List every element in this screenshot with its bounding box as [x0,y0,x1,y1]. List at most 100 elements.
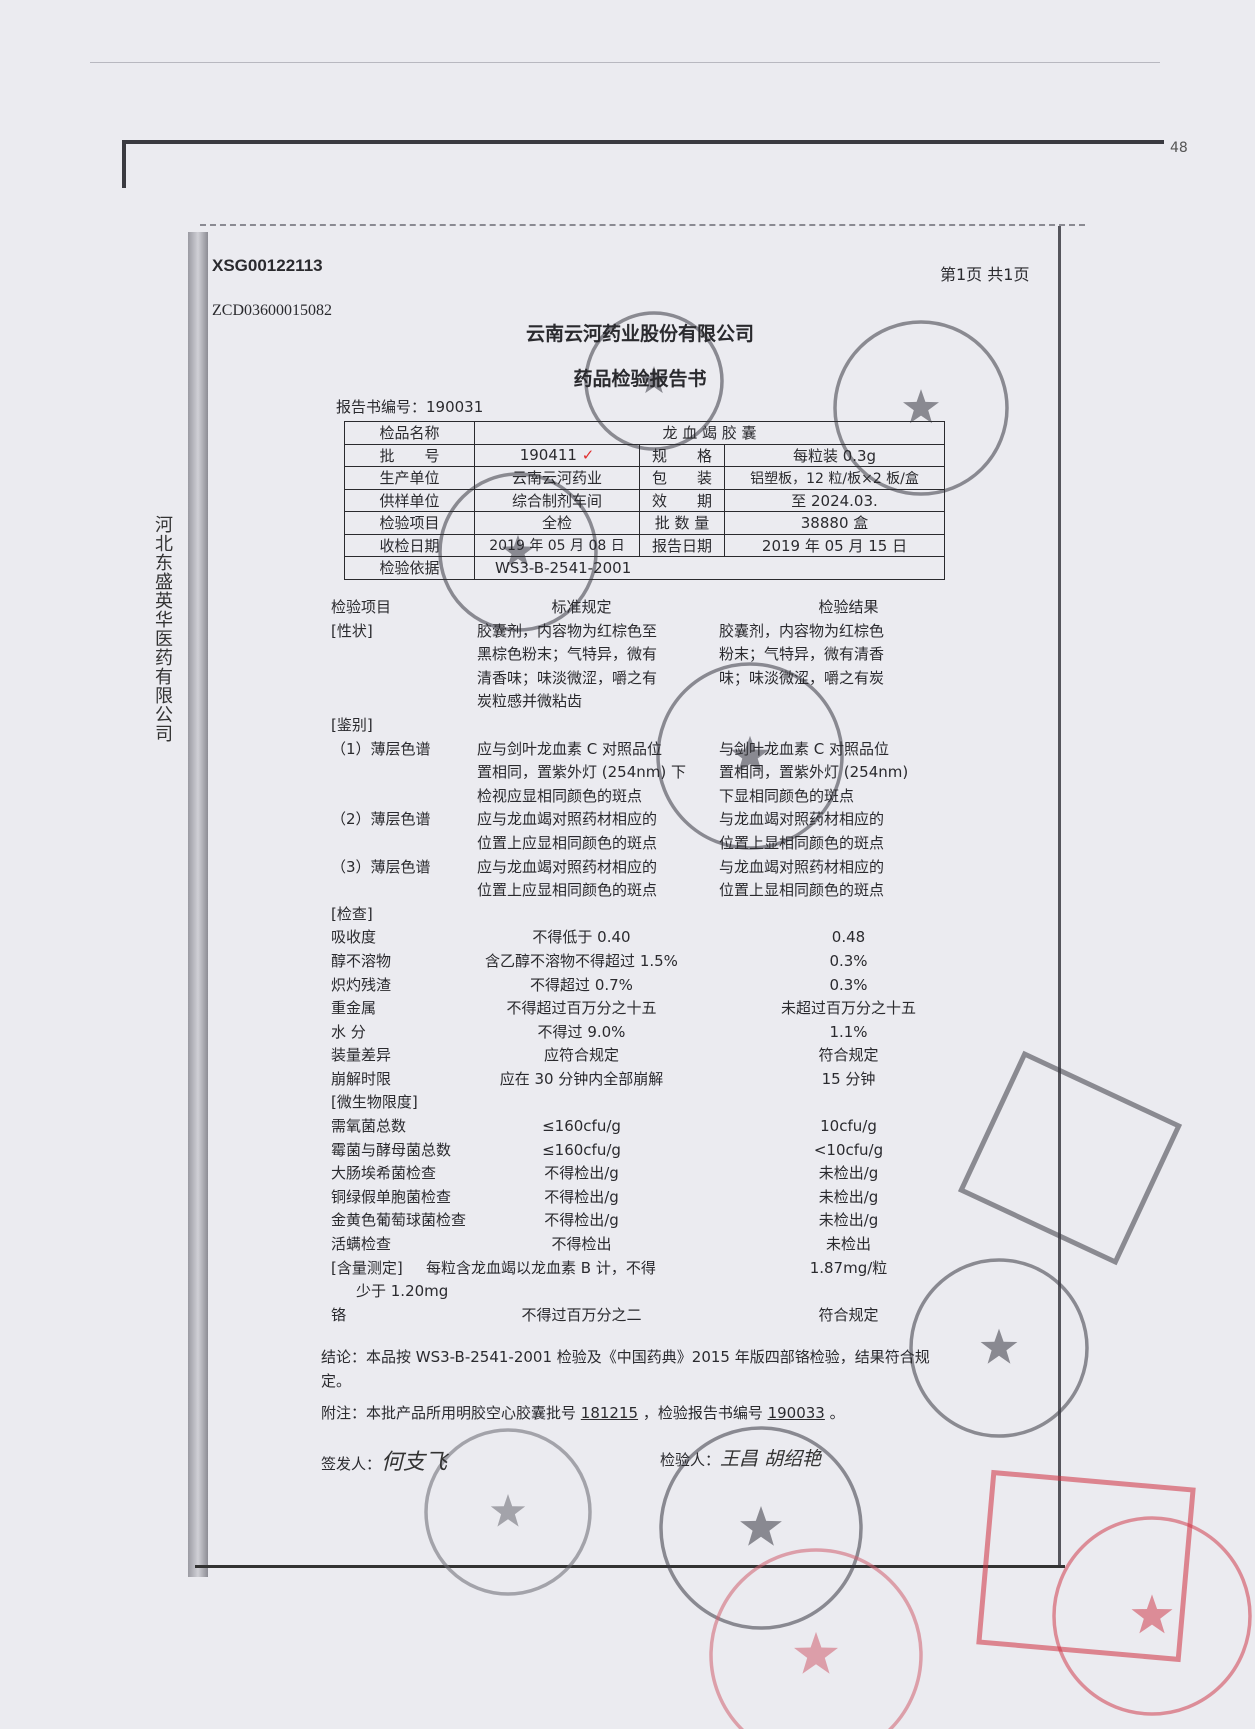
test-result: 味；味淡微涩，嚼之有炭 [719,668,885,687]
test-result: 位置上显相同颜色的斑点 [719,833,885,852]
col-standard-header: 标准规定 [551,598,612,616]
test-standard: 应与剑叶龙血素 C 对照品位 [477,739,663,758]
test-row: （2）薄层色谱应与龙血竭对照药材相应的与龙血竭对照药材相应的 [331,808,951,832]
supplier: 综合制剂车间 [474,488,640,512]
star-icon [740,1506,782,1546]
test-item: 吸收度 [331,928,377,947]
cell-label: 批 号 [344,443,475,467]
test-standard: 不得过百万分之二 [521,1305,642,1324]
test-standard: 黑棕色粉末；气特异，微有 [477,645,658,664]
check-mark-icon: ✓ [581,446,595,465]
test-result: 15 分钟 [821,1069,876,1088]
test-item: 霉菌与酵母菌总数 [331,1140,452,1159]
test-row: 铬不得过百万分之二符合规定 [331,1304,951,1328]
test-result: 0.3% [829,975,868,994]
side-company-text: 河北东盛英华医药有限公司 [152,515,173,743]
test-item: 活螨检查 [331,1235,392,1254]
test-standard: 不得低于 0.40 [532,928,631,947]
test-item: [性状] [331,621,373,640]
test-row: [鉴别] [331,714,951,738]
table-row: 生产单位云南云河药业包 装铝塑板，12 粒/板×2 板/盒 [344,466,946,490]
issuer-label: 签发人： [321,1455,382,1473]
test-standard: 不得超过百万分之十五 [506,999,657,1018]
capsule-batch: 181215 [580,1404,639,1422]
star-icon [1131,1594,1173,1634]
test-standard: 胶囊剂，内容物为红棕色至 [477,621,658,640]
cell-label: 规 格 [639,443,725,467]
test-item: 炽灼残渣 [331,975,392,994]
test-standard: 清香味；味淡微涩，嚼之有 [477,668,658,687]
page-bottom-edge [195,1565,1065,1568]
test-row: [检查] [331,903,951,927]
cell-label: 报告日期 [639,533,725,557]
test-standard: 每粒含龙血竭以龙血素 B 计，不得 [426,1258,656,1277]
test-item: 崩解时限 [331,1069,392,1088]
issuer: 签发人：何支飞 [321,1444,447,1476]
test-result: 1.87mg/粒 [809,1258,888,1277]
test-row: 装量差异应符合规定符合规定 [331,1044,951,1068]
test-row: 清香味；味淡微涩，嚼之有 味；味淡微涩，嚼之有炭 [331,667,951,691]
test-row: [性状] 胶囊剂，内容物为红棕色至 胶囊剂，内容物为红棕色 [331,620,951,644]
test-result: 与龙血竭对照药材相应的 [719,810,885,829]
col-item-header: 检验项目 [331,598,392,616]
test-standard: 少于 1.20mg [356,1282,449,1301]
inspection-basis: WS3-B-2541-2001 [473,556,946,580]
page-top-edge [200,224,1085,246]
cell-label: 效 期 [639,488,725,512]
test-result: 0.3% [829,951,868,970]
cell-label: 检品名称 [344,421,475,445]
test-standard: 炭粒感并微粘齿 [477,692,583,711]
test-standard: ≤160cfu/g [542,1117,621,1136]
test-standard: 应在 30 分钟内全部崩解 [499,1069,664,1088]
test-standard: 位置上应显相同颜色的斑点 [477,833,658,852]
company-title: 云南云河药业股份有限公司 [525,323,754,345]
test-result: 下显相同颜色的斑点 [719,786,855,805]
test-row: 炽灼残渣不得超过 0.7%0.3% [331,974,951,998]
page-right-edge [1058,226,1061,1566]
test-standard: 应符合规定 [543,1046,619,1065]
test-item: [鉴别] [331,715,373,734]
col-result-header: 检验结果 [818,598,879,616]
page-left-edge [188,232,208,1577]
producer: 云南云河药业 [474,466,640,490]
test-row: 重金属不得超过百万分之十五未超过百万分之十五 [331,997,951,1021]
test-standard: 不得检出/g [544,1187,619,1206]
test-result: 胶囊剂，内容物为红棕色 [719,621,885,640]
test-result: 与剑叶龙血素 C 对照品位 [719,739,890,758]
test-result: 粉末；气特异，微有清香 [719,645,885,664]
test-result: 位置上显相同颜色的斑点 [719,881,885,900]
test-row: 活螨检查不得检出未检出 [331,1233,951,1257]
batch-number: 190411 [519,446,577,465]
test-result: 未检出/g [818,1164,879,1183]
cell-label: 收检日期 [344,533,475,557]
test-result: 1.1% [829,1022,868,1041]
test-result: 符合规定 [818,1046,879,1065]
test-row: 检视应显相同颜色的斑点下显相同颜色的斑点 [331,785,951,809]
test-standard: 位置上应显相同颜色的斑点 [477,881,658,900]
test-result: 未检出/g [818,1187,879,1206]
test-standard: 应与龙血竭对照药材相应的 [477,857,658,876]
capsule-report-no: 190033 [767,1404,825,1422]
test-row: 铜绿假单胞菌检查 不得检出/g 未检出/g [331,1186,951,1210]
test-item: （2）薄层色谱 [331,810,431,829]
test-row: 位置上应显相同颜色的斑点 位置上显相同颜色的斑点 [331,879,951,903]
test-result: 置相同，置紫外灯 (254nm) [719,763,909,782]
test-result: 未超过百万分之十五 [780,999,916,1018]
test-row: 黑棕色粉末；气特异，微有 粉末；气特异，微有清香 [331,643,951,667]
test-item: 铜绿假单胞菌检查 [331,1187,452,1206]
test-result: 10cfu/g [820,1117,877,1136]
test-result: 未检出 [825,1235,871,1254]
cell-label: 检验项目 [344,511,475,535]
test-item: （3）薄层色谱 [331,857,431,876]
round-stamp [1052,1516,1252,1716]
test-standard: ≤160cfu/g [542,1140,621,1159]
scan-edge-line [90,62,1160,63]
test-row: 置相同，置紫外灯 (254nm) 下 置相同，置紫外灯 (254nm) [331,761,951,785]
note-middle: ，检验报告书编号 [638,1404,768,1422]
test-standard: 置相同，置紫外灯 (254nm) 下 [477,763,686,782]
